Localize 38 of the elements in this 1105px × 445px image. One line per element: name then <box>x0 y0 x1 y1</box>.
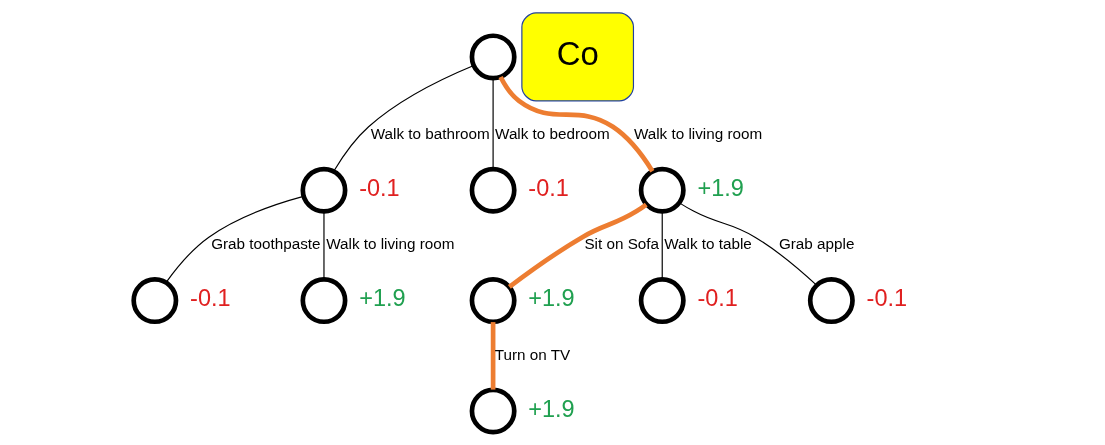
node-circle <box>469 166 517 214</box>
connector <box>165 195 304 283</box>
node-circle <box>299 166 347 214</box>
connector <box>507 202 648 289</box>
node-label: +1.9 <box>527 395 575 422</box>
connector <box>498 75 654 173</box>
edge-label: Walk to table <box>663 235 752 253</box>
node-label: +1.9 <box>527 285 575 312</box>
node-label: +1.9 <box>358 285 406 312</box>
edge-label: Grab toothpaste <box>210 235 321 253</box>
edge-label: Sit on Sofa <box>583 235 659 253</box>
edge-label: Turn on TV <box>494 345 570 363</box>
node-label: -0.1 <box>358 175 400 202</box>
node-circle <box>130 277 178 325</box>
node-label: -0.1 <box>527 175 569 202</box>
edge-label: Walk to bathroom <box>370 124 490 142</box>
connector <box>492 77 494 170</box>
connector <box>661 211 663 280</box>
node-label: -0.1 <box>696 285 738 312</box>
node-circle <box>807 277 855 325</box>
node-circle <box>638 277 686 325</box>
connector <box>322 211 325 280</box>
node-label: -0.1 <box>866 285 907 312</box>
node-circle <box>469 387 517 435</box>
edge-label: Walk to bedroom <box>494 124 610 142</box>
node-circle <box>469 33 517 81</box>
connector <box>678 202 817 286</box>
node-circle <box>638 166 686 214</box>
connector <box>332 64 474 172</box>
node-circle <box>469 277 517 325</box>
connector <box>490 322 495 390</box>
edge-label: Walk to living room <box>325 235 454 253</box>
edge-label: Walk to living room <box>633 124 762 142</box>
node-circle <box>299 277 347 325</box>
edge-label: Grab apple <box>778 235 854 253</box>
node-label: -0.1 <box>189 285 231 312</box>
node-box: Co <box>520 12 634 102</box>
node-label: +1.9 <box>696 175 744 202</box>
